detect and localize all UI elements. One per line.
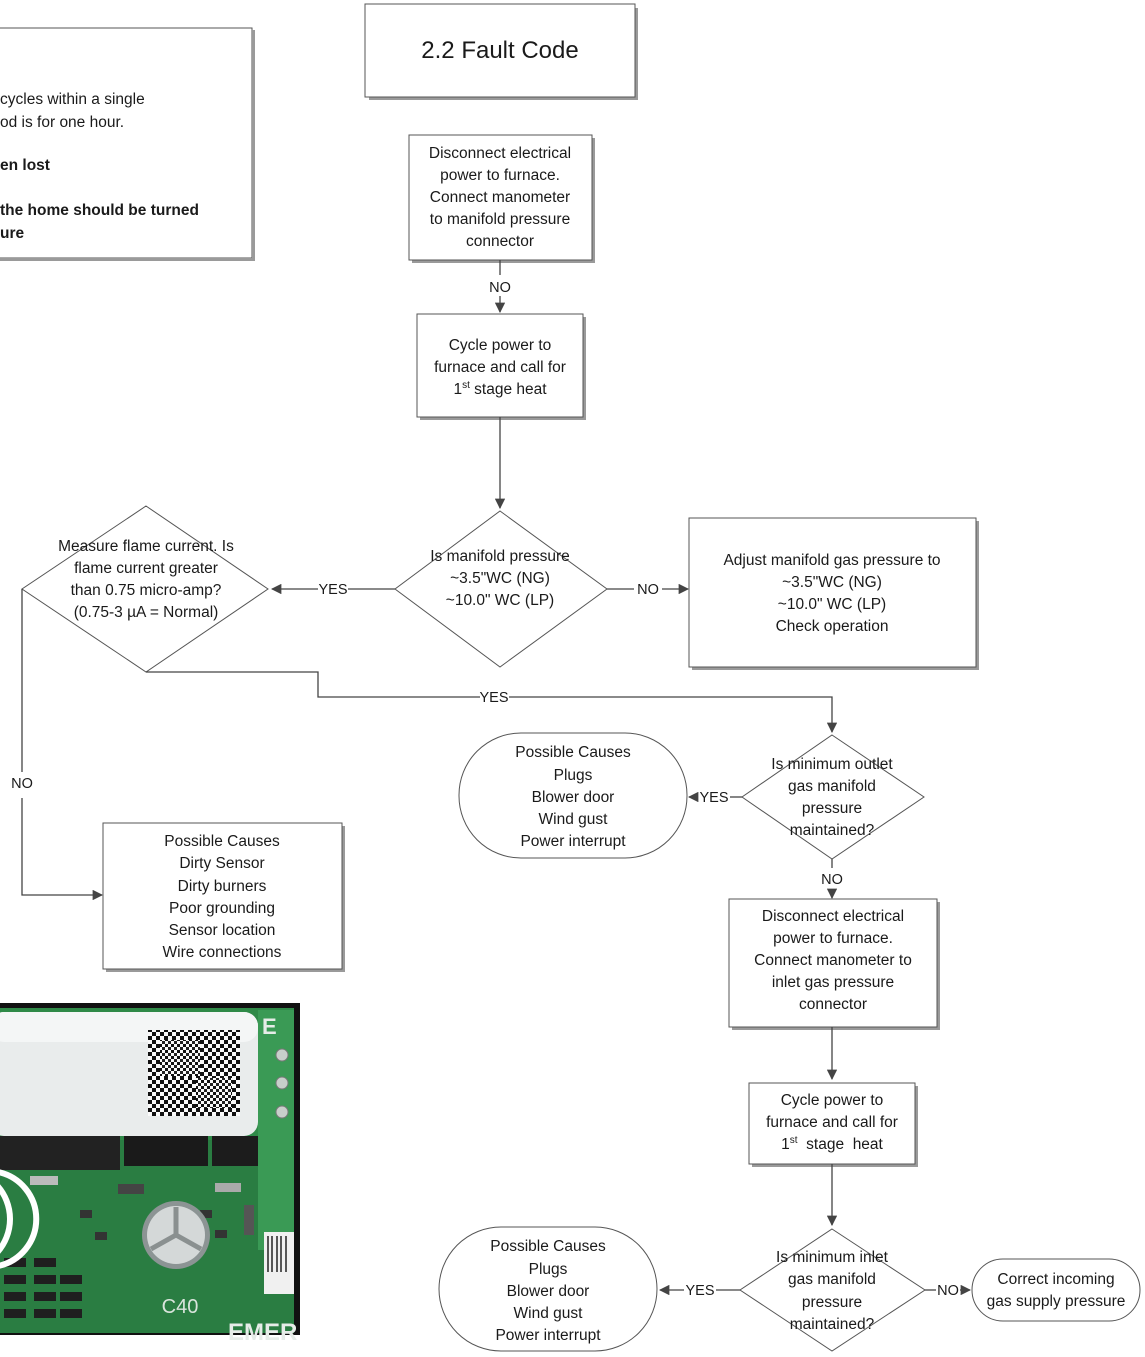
step-text: Cycle power to	[449, 337, 552, 354]
label-no: NO	[11, 776, 33, 792]
cause-text: Possible Causes	[515, 744, 631, 761]
page-title: 2.2 Fault Code	[421, 37, 578, 64]
step-text: inlet gas pressure	[772, 974, 894, 991]
decision-flame-current: Measure flame current. Is flame current …	[21, 505, 269, 673]
step-cycle-power-1: Cycle power to furnace and call for 1st …	[416, 313, 586, 420]
step-correct-supply: Correct incoming gas supply pressure	[971, 1258, 1141, 1322]
step-disconnect-inlet: Disconnect electrical power to furnace. …	[728, 898, 940, 1030]
step-adjust-manifold: Adjust manifold gas pressure to ~3.5"WC …	[688, 517, 979, 670]
step-text: Connect manometer to	[754, 952, 912, 969]
step-text: power to furnace.	[773, 930, 893, 947]
cause-text: Power interrupt	[495, 1327, 601, 1344]
step-text: Adjust manifold gas pressure to	[723, 552, 940, 569]
decision-text: pressure	[802, 800, 862, 817]
causes-flame: Possible Causes Dirty Sensor Dirty burne…	[102, 822, 345, 972]
step-text: connector	[466, 233, 534, 250]
svg-text:E: E	[262, 1014, 277, 1039]
cause-text: Possible Causes	[164, 833, 280, 850]
decision-text: flame current greater	[74, 560, 218, 577]
cause-text: Sensor location	[169, 922, 276, 939]
cause-text: Wind gust	[539, 811, 609, 828]
svg-text:EMER: EMER	[228, 1319, 297, 1346]
decision-text: than 0.75 micro-amp?	[71, 582, 222, 599]
label-no: NO	[821, 872, 843, 888]
decision-text: ~3.5"WC (NG)	[450, 570, 550, 587]
label-yes: YES	[318, 582, 347, 598]
step-text: Connect manometer	[430, 189, 570, 206]
circuit-board-photo: E C40 EMER	[0, 1003, 300, 1346]
step-cycle-power-2: Cycle power to furnace and call for 1st …	[748, 1082, 918, 1167]
cause-text: Plugs	[529, 1261, 568, 1278]
cause-text: Dirty Sensor	[179, 855, 264, 872]
decision-text: Measure flame current. Is	[58, 538, 234, 555]
cause-text: Wind gust	[514, 1305, 584, 1322]
step-text: Correct incoming	[997, 1271, 1114, 1288]
step-text: 1st stage heat	[781, 1135, 883, 1153]
decision-text: pressure	[802, 1294, 862, 1311]
step-text: 1st stage heat	[453, 380, 547, 398]
causes-inlet: Possible Causes Plugs Blower door Wind g…	[438, 1226, 658, 1352]
component-label: C40	[162, 1296, 199, 1318]
label-yes: YES	[699, 790, 728, 806]
note-line-3: en lost	[0, 157, 50, 174]
cause-text: Power interrupt	[520, 833, 626, 850]
note-line-5: ure	[0, 225, 25, 242]
connector-arrow	[21, 798, 104, 901]
cause-text: Blower door	[532, 789, 615, 806]
decision-text: gas manifold	[788, 778, 876, 795]
step-text: Disconnect electrical	[429, 145, 571, 162]
cause-text: Wire connections	[163, 944, 282, 961]
step-text: Cycle power to	[781, 1092, 884, 1109]
note-line-2: od is for one hour.	[0, 114, 124, 131]
cause-text: Blower door	[507, 1283, 590, 1300]
decision-text: Is minimum outlet	[771, 756, 893, 773]
label-no: NO	[489, 280, 511, 296]
note-line-4: the home should be turned	[0, 202, 199, 219]
decision-text: maintained?	[790, 822, 875, 839]
causes-outlet: Possible Causes Plugs Blower door Wind g…	[458, 732, 688, 859]
step-text: power to furnace.	[440, 167, 560, 184]
decision-inlet-pressure: Is minimum inlet gas manifold pressure m…	[739, 1228, 926, 1352]
cause-text: Possible Causes	[490, 1238, 606, 1255]
decision-manifold-pressure: Is manifold pressure ~3.5"WC (NG) ~10.0"…	[394, 510, 608, 668]
decision-outlet-pressure: Is minimum outlet gas manifold pressure …	[741, 734, 925, 860]
label-yes: YES	[479, 690, 508, 706]
decision-text: Is minimum inlet	[776, 1249, 889, 1266]
cause-text: Plugs	[554, 767, 593, 784]
label-no: NO	[637, 582, 659, 598]
connector-arrow	[509, 696, 838, 734]
step-text: ~3.5"WC (NG)	[782, 574, 882, 591]
label-yes: YES	[685, 1283, 714, 1299]
decision-text: (0.75-3 µA = Normal)	[74, 604, 219, 621]
connector-line	[146, 671, 480, 698]
decision-text: gas manifold	[788, 1271, 876, 1288]
step-text: ~10.0" WC (LP)	[778, 596, 886, 613]
step-text: gas supply pressure	[987, 1293, 1126, 1310]
note-box: cycles within a single od is for one hou…	[0, 27, 255, 261]
step-text: furnace and call for	[766, 1114, 898, 1131]
note-line-1: cycles within a single	[0, 91, 145, 108]
cause-text: Dirty burners	[178, 878, 267, 895]
decision-text: Is manifold pressure	[430, 548, 570, 565]
step-disconnect-manifold: Disconnect electrical power to furnace. …	[408, 134, 595, 263]
title-box: 2.2 Fault Code	[364, 3, 638, 100]
step-text: Check operation	[776, 618, 889, 635]
step-text: connector	[799, 996, 867, 1013]
cause-text: Poor grounding	[169, 900, 275, 917]
step-text: furnace and call for	[434, 359, 566, 376]
decision-text: maintained?	[790, 1316, 875, 1333]
label-no: NO	[937, 1283, 959, 1299]
step-text: Disconnect electrical	[762, 908, 904, 925]
step-text: to manifold pressure	[430, 211, 570, 228]
decision-text: ~10.0" WC (LP)	[446, 592, 554, 609]
highlight-circle	[0, 1184, 13, 1254]
